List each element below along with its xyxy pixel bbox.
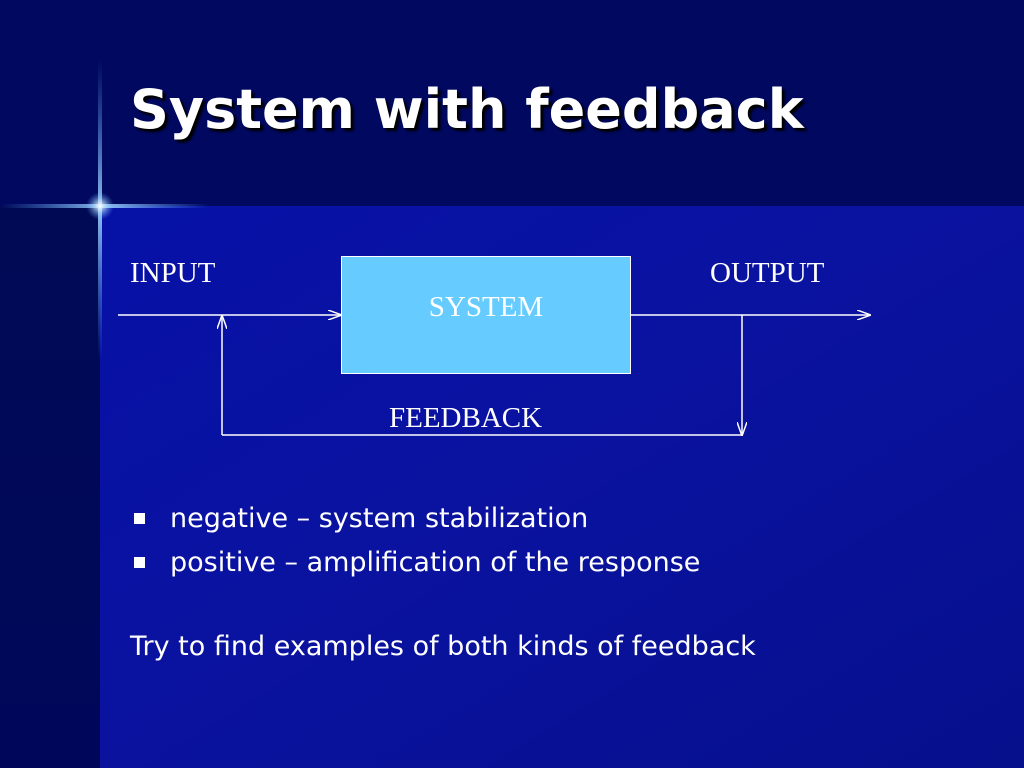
input-label: INPUT xyxy=(130,257,216,289)
system-label: SYSTEM xyxy=(428,291,544,323)
output-label: OUTPUT xyxy=(710,257,825,289)
square-bullet-icon xyxy=(134,513,145,524)
bullet-text: negative – system stabilization xyxy=(170,503,589,534)
closing-prompt: Try to find examples of both kinds of fe… xyxy=(130,631,756,662)
bullet-text: positive – amplification of the response xyxy=(170,547,701,578)
title-band xyxy=(0,0,1024,206)
slide-title: System with feedback xyxy=(130,78,804,141)
bullet-item-negative: negative – system stabilization xyxy=(130,497,700,541)
square-bullet-icon xyxy=(134,557,145,568)
bullet-list: negative – system stabilization positive… xyxy=(130,497,700,585)
system-box: SYSTEM xyxy=(341,256,631,374)
feedback-label: FEEDBACK xyxy=(389,402,543,434)
bullet-item-positive: positive – amplification of the response xyxy=(130,541,700,585)
